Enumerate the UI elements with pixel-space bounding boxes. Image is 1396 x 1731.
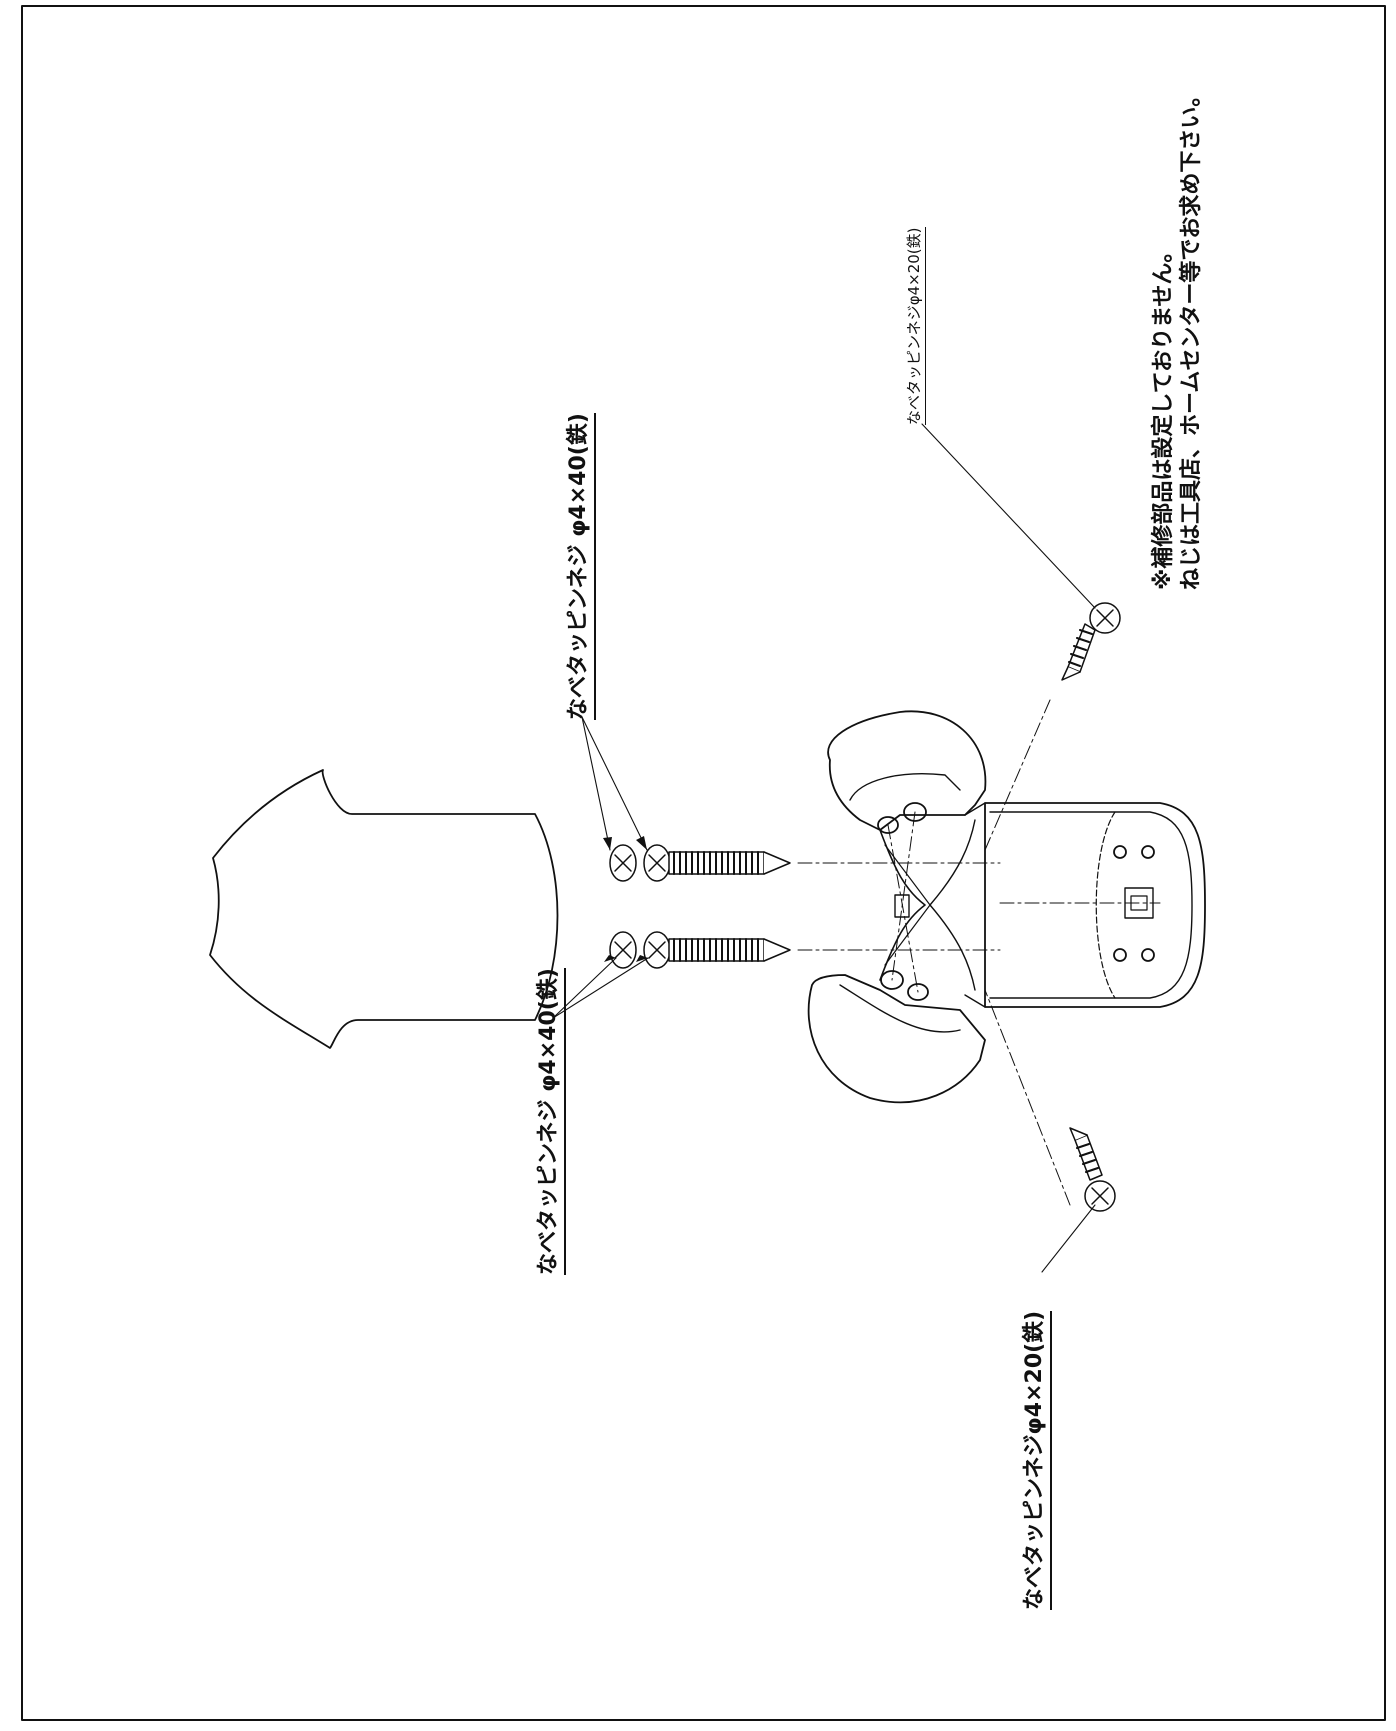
short-screw-upper xyxy=(1061,602,1121,681)
note-line-1: ※補修部品は設定しておりません。 xyxy=(1151,240,1176,590)
leader-lines xyxy=(552,423,1096,1273)
cover-cap xyxy=(209,769,559,1049)
center-lines xyxy=(797,699,1161,1206)
long-screw-pair-lower xyxy=(609,931,791,969)
holder-assembly xyxy=(807,710,1206,1104)
repair-parts-note: ※補修部品は設定しておりません。 ねじは工具店、ホームセンター等でお求め下さい。 xyxy=(1150,85,1206,590)
label-long-screw-top: なべタッピンネジ φ4×40(鉄) xyxy=(560,413,596,720)
long-screw-pair-upper xyxy=(609,844,791,882)
leader-arrowheads xyxy=(603,836,648,962)
frame-border xyxy=(21,5,1386,1721)
note-line-2: ねじは工具店、ホームセンター等でお求め下さい。 xyxy=(1179,84,1204,590)
label-long-screw-bottom: なべタッピンネジ φ4×40(鉄) xyxy=(530,968,566,1275)
label-short-screw-bottom: なべタッピンネジφ4×20(鉄) xyxy=(1016,1310,1052,1610)
short-screw-lower xyxy=(1069,1127,1116,1212)
label-short-screw-top: なべタッピンネジφ4×20(鉄) xyxy=(903,227,926,425)
